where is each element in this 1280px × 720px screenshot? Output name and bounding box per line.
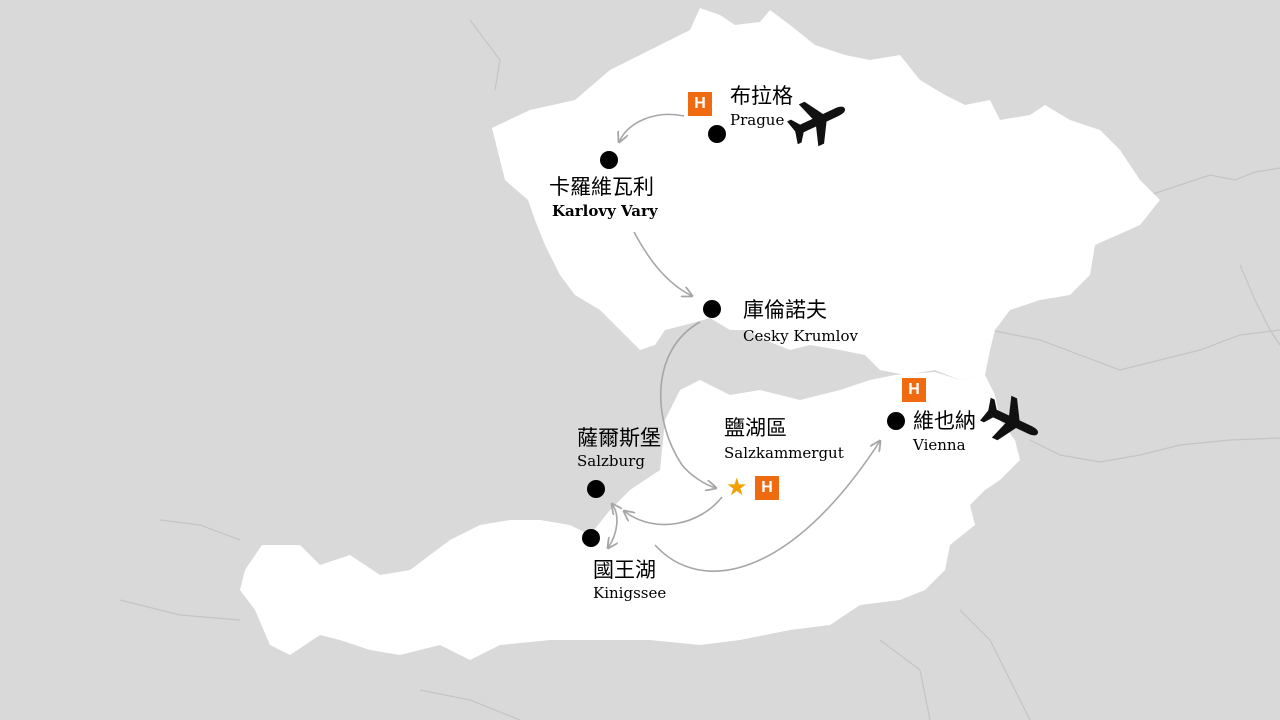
hotel-icon: H [902, 378, 926, 402]
hotel-icon: H [688, 92, 712, 116]
route-arrow-salzburg-konigssee [608, 504, 617, 548]
city-en-cesky-krumlov: Cesky Krumlov [743, 327, 858, 345]
city-en-salzkammergut: Salzkammergut [724, 444, 844, 462]
city-marker-icon [887, 412, 905, 430]
city-name-konigssee: 國王湖 [593, 558, 656, 582]
city-en-salzburg: Salzburg [577, 452, 645, 470]
route-arrow-konigssee-vienna [654, 441, 880, 572]
star-icon: ★ [726, 473, 748, 501]
czech-republic-land [492, 8, 1160, 380]
city-marker-icon [582, 529, 600, 547]
city-name-vienna: 維也納 [913, 409, 976, 433]
city-en-prague: Prague [730, 111, 785, 129]
city-en-karlovy-vary: Karlovy Vary [552, 202, 658, 220]
city-marker-icon [587, 480, 605, 498]
city-marker-icon [703, 300, 721, 318]
city-name-cesky-krumlov: 庫倫諾夫 [743, 298, 827, 322]
route-arrows [608, 113, 880, 572]
plane-icon [787, 101, 846, 147]
city-en-konigssee: Kinigssee [593, 584, 667, 602]
city-name-prague: 布拉格 [730, 84, 793, 108]
hotel-icon: H [755, 476, 779, 500]
city-en-vienna: Vienna [913, 436, 966, 454]
plane-icon [980, 395, 1039, 441]
route-arrow-salzkammergut-salzburg [624, 496, 723, 526]
city-name-salzburg: 薩爾斯堡 [577, 426, 661, 450]
route-arrow-karlovy-cesky [633, 231, 692, 296]
route-arrow-prague-karlovy [619, 113, 685, 142]
city-name-karlovy-vary: 卡羅維瓦利 [549, 175, 654, 199]
route-arrow-cesky-salzkammergut [659, 321, 716, 488]
city-name-salzkammergut: 鹽湖區 [724, 416, 787, 440]
neighbour-borders [119, 19, 1280, 720]
city-marker-icon [600, 151, 618, 169]
city-marker-icon [708, 125, 726, 143]
